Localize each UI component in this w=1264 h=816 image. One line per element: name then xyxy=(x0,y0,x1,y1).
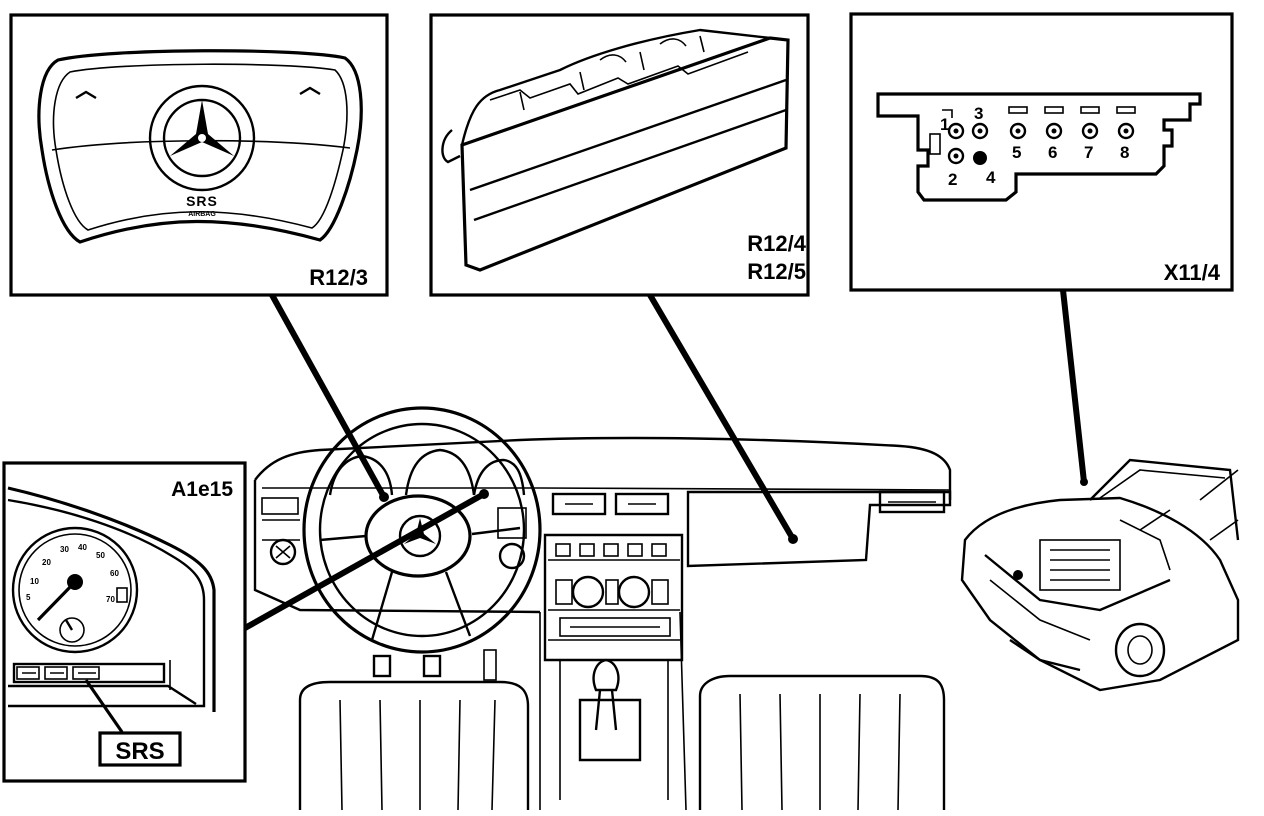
label-r12-5: R12/5 xyxy=(747,259,806,284)
steering-airbag-illustration: SRS AIRBAG xyxy=(37,49,363,244)
label-a1e15: A1e15 xyxy=(171,478,233,501)
label-r12-4: R12/4 xyxy=(747,231,806,256)
leader-x11-4 xyxy=(1060,289,1087,483)
panel-connector: 1 2 3 4 5 6 7 8 X11/4 xyxy=(849,12,1234,292)
passenger-airbag-illustration xyxy=(441,28,790,272)
pin-label-1: 1 xyxy=(940,115,949,134)
leader-lines xyxy=(243,289,1087,631)
dashboard-illustration xyxy=(253,406,952,811)
pin-label-2: 2 xyxy=(948,170,957,189)
speedo-tick-20: 20 xyxy=(42,558,51,567)
pin-label-5: 5 xyxy=(1012,143,1021,162)
label-x11-4: X11/4 xyxy=(1164,260,1221,285)
panel-passenger-airbag: R12/4 R12/5 xyxy=(429,13,810,297)
car-engine-bay-illustration xyxy=(960,458,1240,692)
panel-instrument-cluster: 20 30 40 50 60 10 5 70 SRS A1e15 xyxy=(2,461,247,783)
pin-label-6: 6 xyxy=(1048,143,1057,162)
speedo-tick-40: 40 xyxy=(78,543,87,552)
steering-airbag-emblem-text: SRS xyxy=(186,193,218,209)
speedo-tick-5: 5 xyxy=(26,593,31,602)
pin-label-7: 7 xyxy=(1084,143,1093,162)
leader-a1e15 xyxy=(243,491,486,631)
panel-steering-airbag: SRS AIRBAG R12/3 xyxy=(9,13,389,297)
speedo-tick-30: 30 xyxy=(60,545,69,554)
speedo-tick-60: 60 xyxy=(110,569,119,578)
srs-callout-label: SRS xyxy=(115,738,164,765)
pin-label-3: 3 xyxy=(974,104,983,123)
leader-r12-4-5 xyxy=(647,293,796,541)
leader-r12-3 xyxy=(269,293,387,499)
speedo-tick-50: 50 xyxy=(96,551,105,560)
steering-airbag-emblem-subtext: AIRBAG xyxy=(188,211,216,218)
pin-label-4: 4 xyxy=(986,168,996,187)
speedo-tick-10: 10 xyxy=(30,577,39,586)
pin-label-8: 8 xyxy=(1120,143,1129,162)
connector-illustration xyxy=(876,92,1202,202)
speedo-tick-70: 70 xyxy=(106,595,115,604)
label-r12-3: R12/3 xyxy=(309,265,368,290)
instrument-cluster-illustration: 20 30 40 50 60 10 5 70 xyxy=(7,486,216,712)
